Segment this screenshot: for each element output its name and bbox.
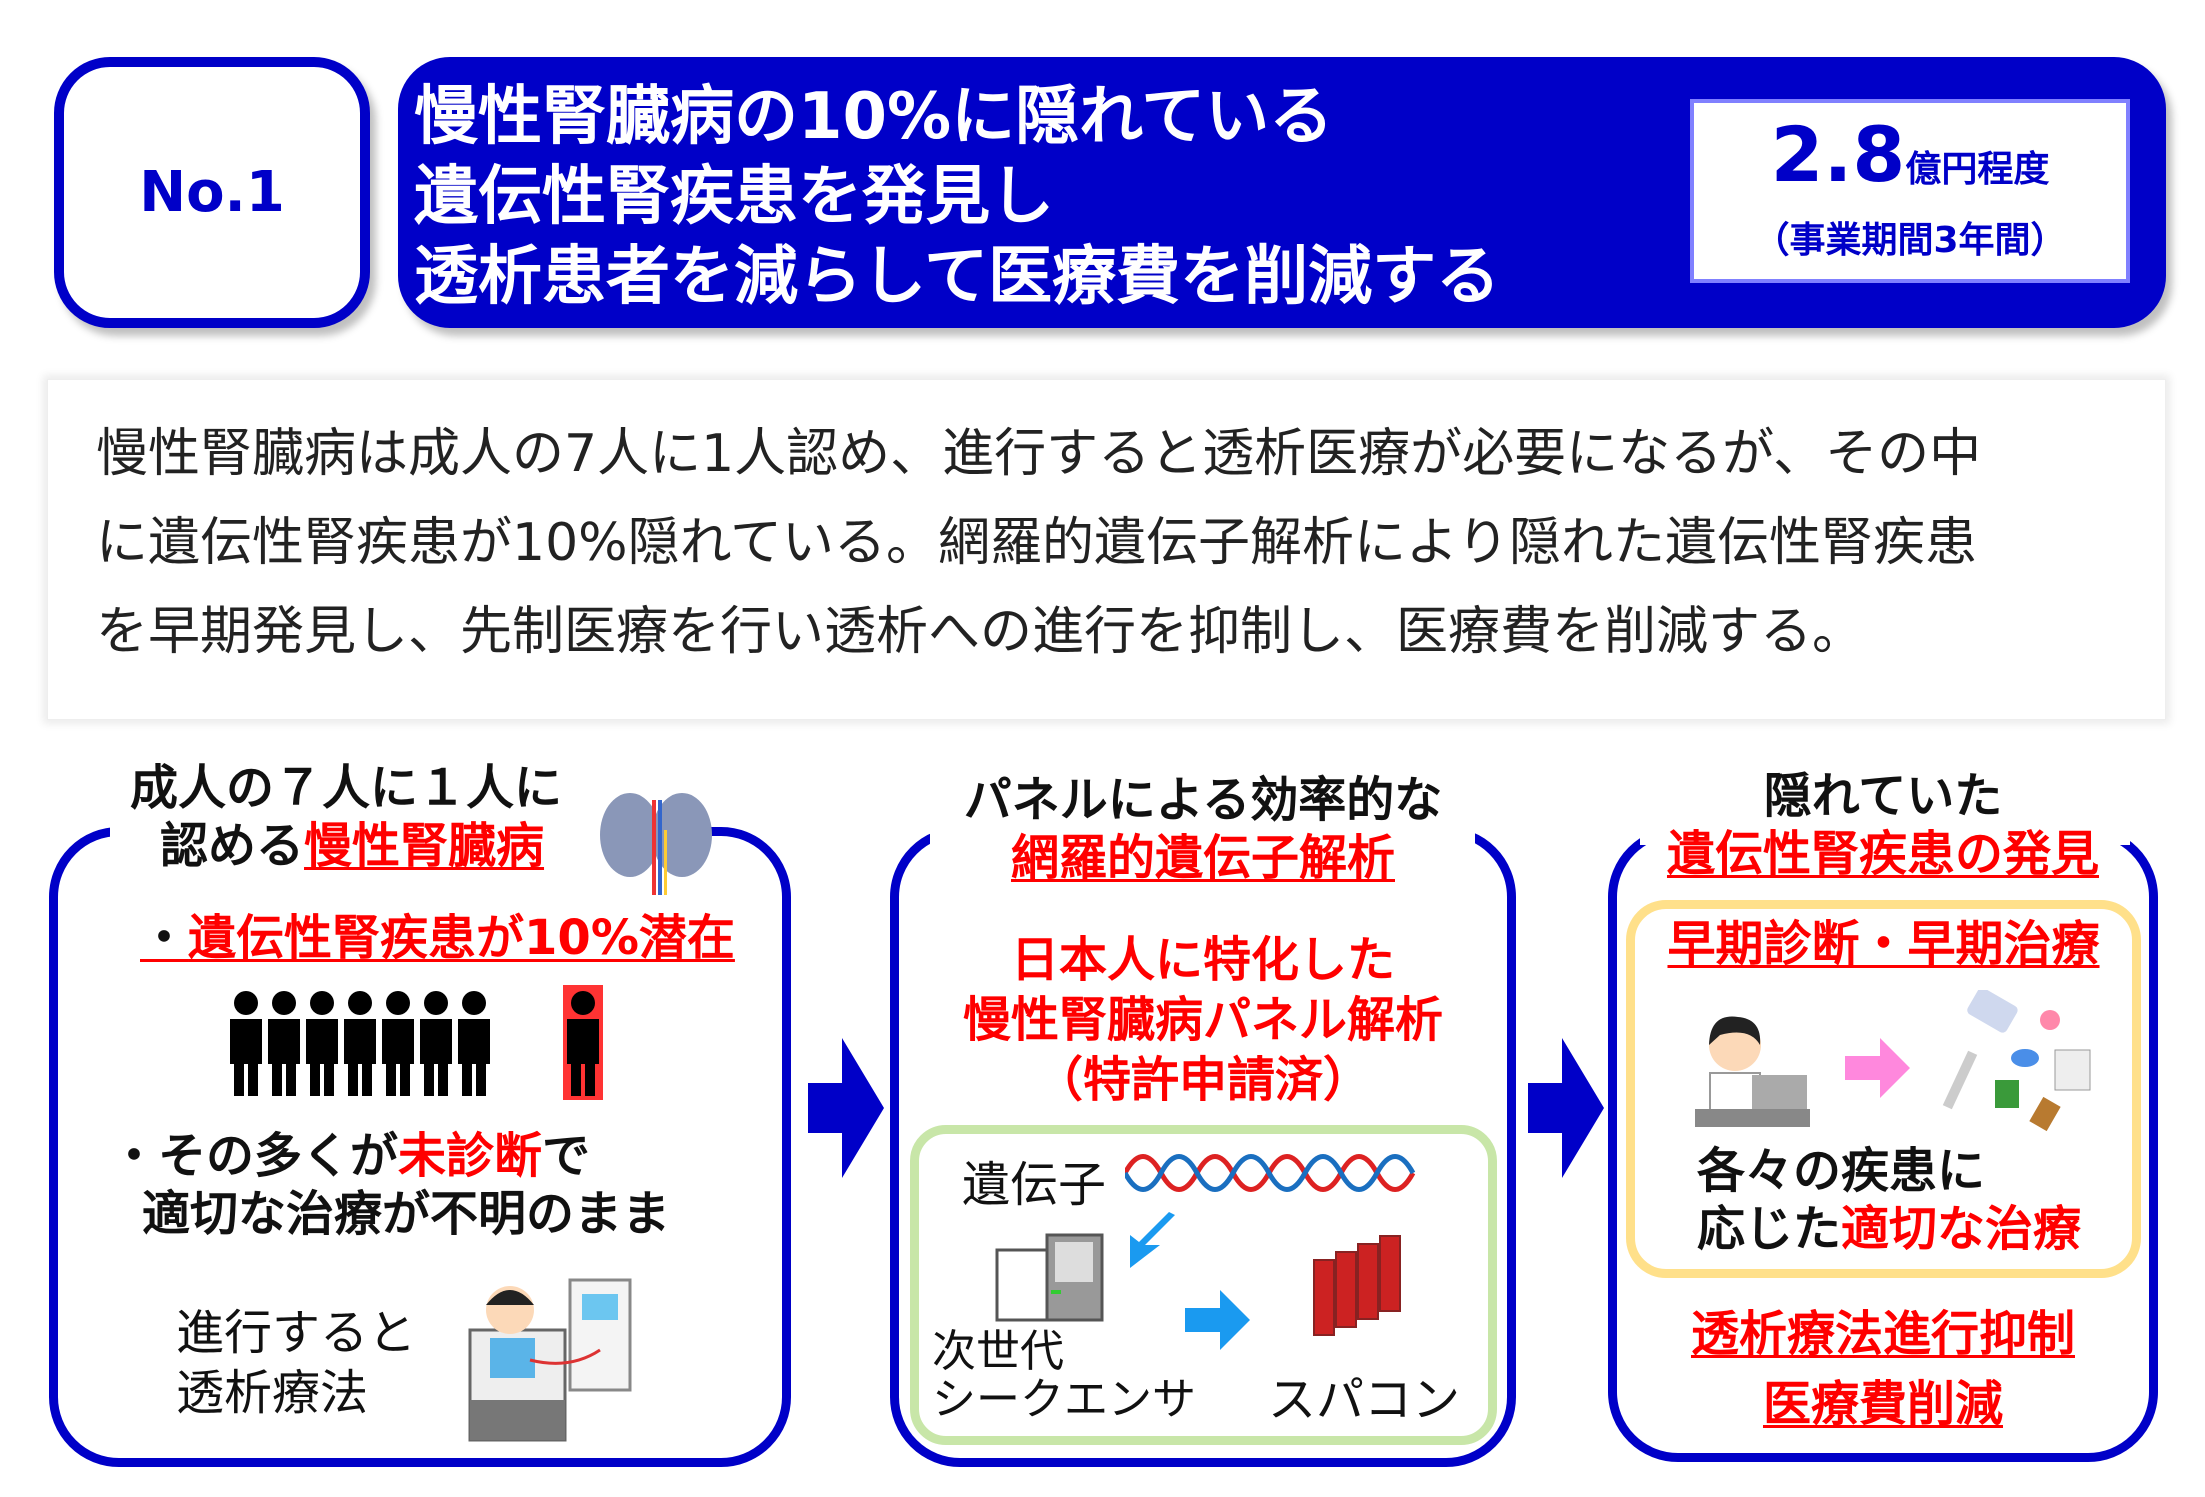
number-label: No.1 bbox=[139, 160, 285, 225]
number-badge: No.1 bbox=[54, 57, 370, 328]
person-icon bbox=[306, 991, 338, 1096]
arrow-right-small-icon bbox=[1185, 1290, 1250, 1350]
person-icon bbox=[268, 991, 300, 1096]
dialysis-patient-illustration bbox=[468, 1278, 632, 1442]
person-icon bbox=[382, 991, 414, 1096]
gene-label: 遺伝子 bbox=[962, 1157, 1107, 1213]
person-icon bbox=[420, 991, 452, 1096]
feature-line2: 慢性腎臓病パネル解析 bbox=[962, 992, 1443, 1048]
sequencer-line2: シークエンサ bbox=[932, 1374, 1196, 1426]
result-line1: 透析療法進行抑制 bbox=[1690, 1306, 2075, 1362]
medicine-illustration bbox=[1942, 990, 2091, 1132]
description-line-1: 慢性腎臓病は成人の7人に1人認め、進行すると透析医療が必要になるが、その中 bbox=[96, 424, 1982, 484]
budget-box: 2.8億円程度 （事業期間3年間） bbox=[1690, 99, 2130, 283]
dna-icon bbox=[1125, 1154, 1416, 1192]
feature-line1: 日本人に特化した bbox=[1010, 932, 1395, 988]
panel1-heading-highlight: 慢性腎臓病 bbox=[304, 817, 545, 874]
panel1-heading: 成人の７人に１人に 認める慢性腎臓病 bbox=[130, 760, 562, 875]
analysis-flow-box bbox=[910, 1125, 1497, 1445]
panel1-bullet1-text: 遺伝性腎疾患が10%潜在 bbox=[188, 910, 735, 966]
bullet2-highlight: 未診断 bbox=[398, 1128, 543, 1184]
progress-line1: 進行すると bbox=[176, 1305, 417, 1361]
panel3-heading-line2: 遺伝性腎疾患の発見 bbox=[1666, 825, 2099, 882]
arrow-right-icon bbox=[808, 1038, 884, 1178]
treatment-line2-prefix: 応じた bbox=[1697, 1200, 1842, 1257]
treatment-text: 各々の疾患に 応じた適切な治療 bbox=[1697, 1143, 2081, 1258]
title-line-1: 慢性腎臓病の10%に隠れている bbox=[414, 80, 1334, 154]
panel-ckd bbox=[49, 827, 791, 1467]
description-box: 慢性腎臓病は成人の7人に1人認め、進行すると透析医療が必要になるが、その中 に遺… bbox=[47, 379, 2166, 720]
people-silhouettes bbox=[230, 985, 603, 1100]
panel-discovery bbox=[1608, 827, 2158, 1462]
bullet2-suffix: で bbox=[542, 1128, 591, 1184]
panel1-bullet2: ・その多くが未診断で 適切な治療が不明のまま bbox=[110, 1128, 671, 1242]
person-icon bbox=[458, 991, 490, 1096]
supercomputer-label: スパコン bbox=[1268, 1372, 1461, 1428]
budget-value: 2.8 bbox=[1770, 110, 1906, 199]
panel1-heading-prefix: 認める bbox=[160, 817, 305, 874]
doctor-illustration bbox=[1695, 1016, 1810, 1127]
sequencer-line1: 次世代 bbox=[932, 1326, 1064, 1377]
result-line2: 医療費削減 bbox=[1762, 1375, 2003, 1432]
treatment-line1: 各々の疾患に bbox=[1697, 1143, 1986, 1199]
person-icon bbox=[230, 991, 262, 1096]
panel2-feature: 日本人に特化した 慢性腎臓病パネル解析 （特許申請済） bbox=[903, 930, 1503, 1110]
kidney-icon bbox=[600, 793, 712, 895]
description-line-3: を早期発見し、先制医療を行い透析への進行を抑制し、医療費を削減する。 bbox=[96, 602, 1865, 662]
progress-line2: 透析療法 bbox=[176, 1365, 369, 1421]
budget-period: （事業期間3年間） bbox=[1753, 220, 2067, 261]
panel-gene-analysis bbox=[890, 827, 1516, 1467]
treatment-box bbox=[1626, 900, 2141, 1278]
panel2-heading-line1: パネルによる効率的な bbox=[963, 772, 1443, 828]
treatment-box-title: 早期診断・早期治療 bbox=[1667, 916, 2100, 972]
bullet2-prefix: その多くが bbox=[158, 1128, 399, 1184]
description-line-2: に遺伝性腎疾患が10%隠れている。網羅的遺伝子解析により隠れた遺伝性腎疾患 bbox=[96, 513, 1977, 573]
budget-unit: 億円程度 bbox=[1905, 149, 2050, 190]
feature-line3: （特許申請済） bbox=[1034, 1052, 1371, 1108]
title-line-2: 遺伝性腎疾患を発見し bbox=[414, 160, 1054, 234]
sequencer-label: 次世代 シークエンサ bbox=[932, 1326, 1196, 1426]
panel3-heading: 隠れていた 遺伝性腎疾患の発見 bbox=[1608, 768, 2158, 883]
panel1-bullet1: ・遺伝性腎疾患が10%潜在 bbox=[140, 910, 735, 966]
highlighted-person-icon bbox=[563, 985, 603, 1100]
arrow-right-pink-icon bbox=[1845, 1038, 1910, 1098]
supercomputer-icon bbox=[1313, 1235, 1401, 1336]
arrow-down-left-icon bbox=[1130, 1212, 1175, 1268]
person-icon bbox=[344, 991, 376, 1096]
panel1-heading-line1: 成人の７人に１人に bbox=[130, 760, 563, 816]
sequencer-icon bbox=[995, 1233, 1104, 1322]
panel3-heading-line1: 隠れていた bbox=[1763, 768, 2003, 824]
treatment-line2-highlight: 適切な治療 bbox=[1841, 1200, 2082, 1257]
arrow-right-icon bbox=[1528, 1038, 1604, 1178]
panel2-heading: パネルによる効率的な 網羅的遺伝子解析 bbox=[903, 772, 1503, 887]
title-line-3: 透析患者を減らして医療費を削減する bbox=[414, 240, 1501, 314]
progress-text: 進行すると 透析療法 bbox=[176, 1303, 416, 1423]
bullet2-line2: 適切な治療が不明のまま bbox=[142, 1185, 671, 1242]
panel3-result: 透析療法進行抑制 医療費削減 bbox=[1608, 1300, 2158, 1439]
panel2-heading-line2: 網羅的遺伝子解析 bbox=[1010, 829, 1395, 886]
